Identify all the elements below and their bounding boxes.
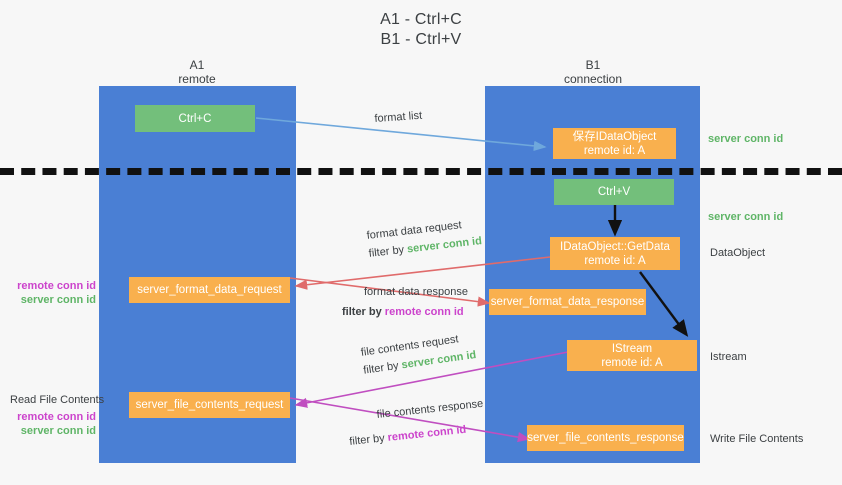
node-server-format-data-response[interactable]: server_format_data_response	[489, 289, 646, 315]
column-header-a1-name: A1	[189, 58, 205, 72]
right-label-istream: Istream	[710, 351, 747, 363]
filter-key-server-conn-id: server conn id	[406, 235, 483, 256]
column-header-b1-sub: connection	[563, 72, 623, 86]
left-label-remote-conn-id-file: remote conn id	[17, 411, 96, 423]
filter-key-remote-conn-id: remote conn id	[387, 423, 467, 444]
left-label-read-file-contents: Read File Contents	[10, 394, 105, 406]
column-header-b1: B1 connection	[543, 58, 643, 86]
node-server-file-contents-response-label: server_file_contents_response	[527, 432, 684, 444]
right-label-write-file-contents: Write File Contents	[710, 433, 804, 445]
edge-label-file-contents-response: file contents response filter by remote …	[349, 397, 486, 448]
node-ctrl-c-label: Ctrl+C	[178, 112, 212, 125]
node-istream-line2: remote id: A	[601, 356, 663, 369]
edge-label-file-contents-response-text: file contents response	[376, 397, 484, 421]
node-server-file-contents-request[interactable]: server_file_contents_request	[129, 392, 290, 418]
right-label-dataobject: DataObject	[710, 247, 766, 259]
filter-prefix: filter by	[362, 359, 403, 377]
node-idataobject-getdata-line2: remote id: A	[584, 254, 646, 267]
edge-label-file-contents-request: file contents request filter by server c…	[360, 330, 477, 378]
node-server-format-data-response-label: server_format_data_response	[490, 296, 645, 308]
left-label-remote-conn-id-format: remote conn id	[17, 280, 96, 292]
right-label-server-conn-id-mid: server conn id	[708, 211, 784, 223]
node-server-file-contents-request-label: server_file_contents_request	[135, 399, 284, 411]
edge-label-format-data-response: format data response filter by remote co…	[342, 285, 468, 319]
node-server-format-data-request[interactable]: server_format_data_request	[129, 277, 290, 303]
node-save-idataobject[interactable]: 保存IDataObject remote id: A	[553, 128, 676, 159]
left-annotation-format: remote conn id server conn id	[10, 279, 96, 307]
left-label-server-conn-id-format: server conn id	[20, 294, 96, 306]
diagram-title: A1 - Ctrl+C B1 - Ctrl+V	[0, 10, 842, 50]
filter-prefix: filter by	[348, 431, 389, 448]
left-label-server-conn-id-file: server conn id	[20, 425, 96, 437]
edge-label-format-data-response-filter: filter by remote conn id	[342, 305, 468, 319]
edge-label-format-list-text: format list	[374, 109, 423, 125]
clipboard-boundary-divider	[0, 168, 842, 175]
node-idataobject-getdata[interactable]: IDataObject::GetData remote id: A	[550, 237, 680, 270]
edge-label-format-list: format list	[374, 109, 423, 126]
node-ctrl-v[interactable]: Ctrl+V	[554, 179, 674, 205]
column-header-b1-name: B1	[585, 58, 601, 72]
edge-label-format-data-request: format data request filter by server con…	[366, 216, 483, 261]
edge-label-format-data-response-text: format data response	[364, 286, 468, 298]
node-idataobject-getdata-line1: IDataObject::GetData	[560, 240, 670, 253]
node-istream-line1: IStream	[611, 342, 653, 355]
title-line-1: A1 - Ctrl+C	[380, 11, 462, 28]
right-label-server-conn-id-top: server conn id	[708, 133, 784, 145]
node-ctrl-v-label: Ctrl+V	[597, 186, 631, 198]
column-header-a1: A1 remote	[147, 58, 247, 86]
filter-prefix: filter by	[342, 306, 385, 318]
node-save-idataobject-line2: remote id: A	[583, 144, 646, 157]
node-server-format-data-request-label: server_format_data_request	[137, 284, 282, 296]
node-istream[interactable]: IStream remote id: A	[567, 340, 697, 371]
filter-prefix: filter by	[368, 243, 408, 260]
node-server-file-contents-response[interactable]: server_file_contents_response	[527, 425, 684, 451]
node-ctrl-c[interactable]: Ctrl+C	[135, 105, 255, 132]
filter-key-remote-conn-id: remote conn id	[384, 306, 464, 318]
left-annotation-file: remote conn id server conn id	[10, 410, 96, 438]
column-header-a1-sub: remote	[178, 72, 216, 86]
title-line-2: B1 - Ctrl+V	[380, 31, 462, 48]
edge-label-file-contents-response-filter: filter by remote conn id	[349, 421, 487, 449]
node-save-idataobject-line1: 保存IDataObject	[572, 130, 657, 143]
